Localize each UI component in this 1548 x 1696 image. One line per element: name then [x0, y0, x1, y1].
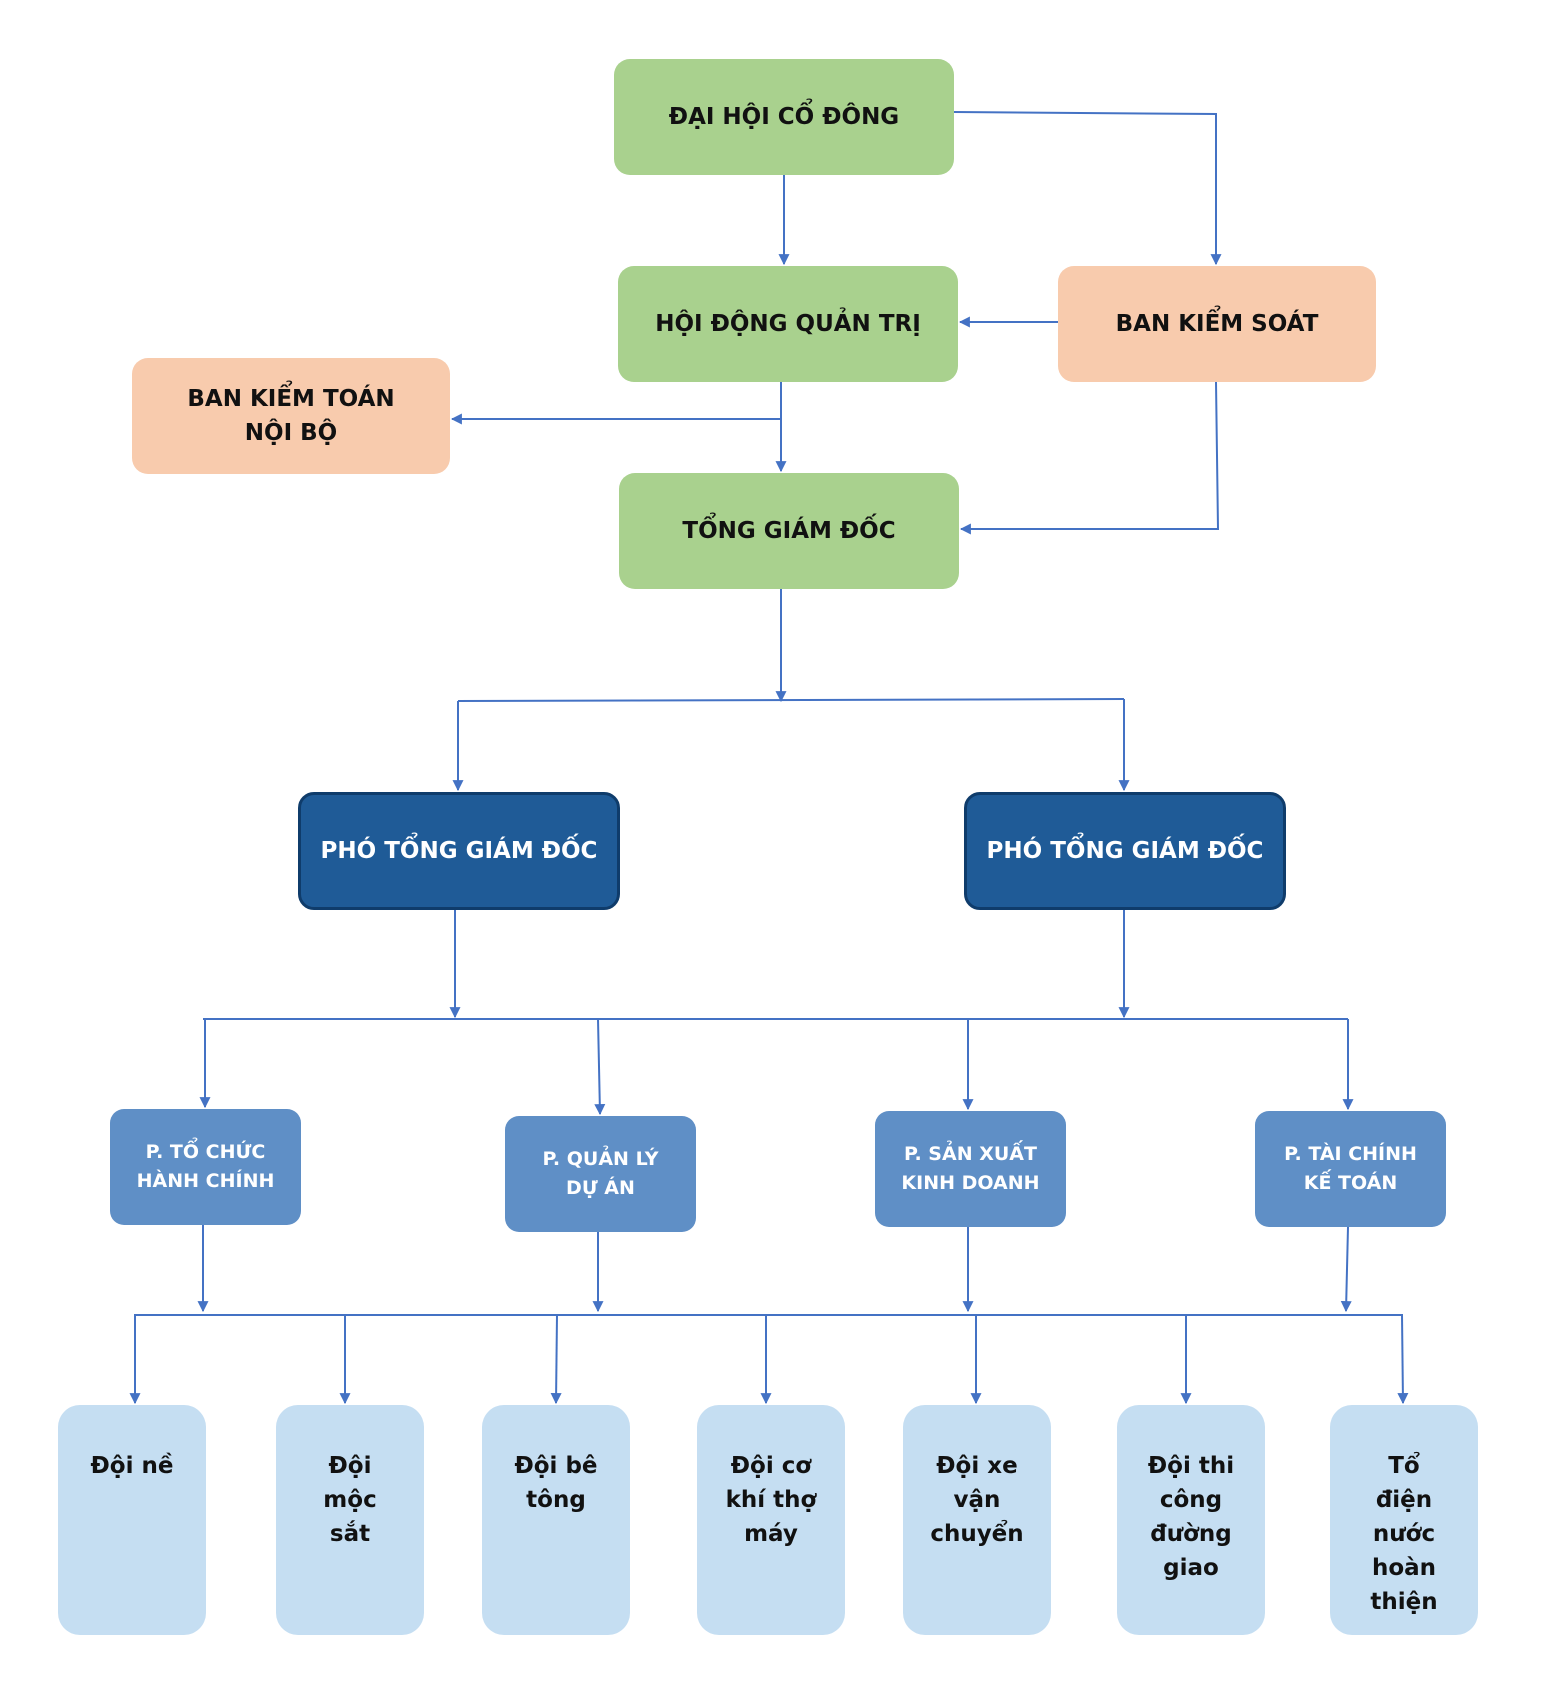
team-box-road-construction: Đội thi công đường giao — [1117, 1405, 1265, 1635]
team-box-transport: Đội xe vận chuyển — [903, 1405, 1051, 1635]
connector-bar-to-team-electrical-plumbing — [1397, 1314, 1409, 1405]
department-label-project-management: P. QUẢN LÝ DỰ ÁN — [542, 1148, 659, 1199]
supervisory-board-box: BAN KIỂM SOÁT — [1058, 266, 1376, 382]
team-box-electrical-plumbing: Tổ điện nước hoàn thiện — [1330, 1405, 1478, 1635]
internal-audit-label: BAN KIỂM TOÁN NỘI BỘ — [187, 386, 395, 446]
team-box-mechanics: Đội cơ khí thợ máy — [697, 1405, 845, 1635]
team-label-carpentry-steel: Đội mộc sắt — [323, 1453, 377, 1547]
connector-shareholders-to-supervisory — [953, 111, 1222, 266]
supervisory-board-label: BAN KIỂM SOÁT — [1115, 311, 1319, 337]
connector-supervisory-to-ceo — [959, 381, 1220, 535]
deputy-director-box-left: PHÓ TỔNG GIÁM ĐỐC — [298, 792, 620, 910]
team-label-road-construction: Đội thi công đường giao — [1147, 1453, 1235, 1581]
shareholders-meeting-box: ĐẠI HỘI CỔ ĐÔNG — [614, 59, 954, 175]
shareholders-meeting-label: ĐẠI HỘI CỔ ĐÔNG — [668, 104, 900, 130]
deputy-director-label-left: PHÓ TỔNG GIÁM ĐỐC — [320, 838, 598, 864]
ceo-box: TỔNG GIÁM ĐỐC — [619, 473, 959, 589]
department-label-production-business: P. SẢN XUẤT KINH DOANH — [901, 1143, 1040, 1194]
deputy-director-box-right: PHÓ TỔNG GIÁM ĐỐC — [964, 792, 1286, 910]
connector-deputy-split-bar — [457, 698, 1125, 702]
department-box-administration: P. TỔ CHỨC HÀNH CHÍNH — [110, 1109, 301, 1225]
connector-bar-to-project-management — [594, 1018, 606, 1116]
team-label-mechanics: Đội cơ khí thợ máy — [725, 1453, 817, 1547]
team-box-masonry: Đội nề — [58, 1405, 206, 1635]
team-label-masonry: Đội nề — [90, 1453, 174, 1479]
connector-bar-to-team-concrete — [550, 1314, 562, 1405]
team-label-transport: Đội xe vận chuyển — [930, 1453, 1024, 1547]
board-of-directors-label: HỘI ĐỘNG QUẢN TRỊ — [655, 311, 921, 337]
department-box-finance-accounting: P. TÀI CHÍNH KẾ TOÁN — [1255, 1111, 1446, 1227]
internal-audit-box: BAN KIỂM TOÁN NỘI BỘ — [132, 358, 450, 474]
team-box-concrete: Đội bê tông — [482, 1405, 630, 1635]
team-label-concrete: Đội bê tông — [514, 1453, 598, 1513]
team-label-electrical-plumbing: Tổ điện nước hoàn thiện — [1370, 1453, 1438, 1615]
ceo-label: TỔNG GIÁM ĐỐC — [682, 518, 896, 544]
department-box-production-business: P. SẢN XUẤT KINH DOANH — [875, 1111, 1066, 1227]
connector-finance-accounting-down — [1340, 1226, 1352, 1313]
deputy-director-label-right: PHÓ TỔNG GIÁM ĐỐC — [986, 838, 1264, 864]
board-of-directors-box: HỘI ĐỘNG QUẢN TRỊ — [618, 266, 958, 382]
department-label-administration: P. TỔ CHỨC HÀNH CHÍNH — [136, 1141, 275, 1192]
department-label-finance-accounting: P. TÀI CHÍNH KẾ TOÁN — [1284, 1143, 1417, 1194]
team-box-carpentry-steel: Đội mộc sắt — [276, 1405, 424, 1635]
department-box-project-management: P. QUẢN LÝ DỰ ÁN — [505, 1116, 696, 1232]
